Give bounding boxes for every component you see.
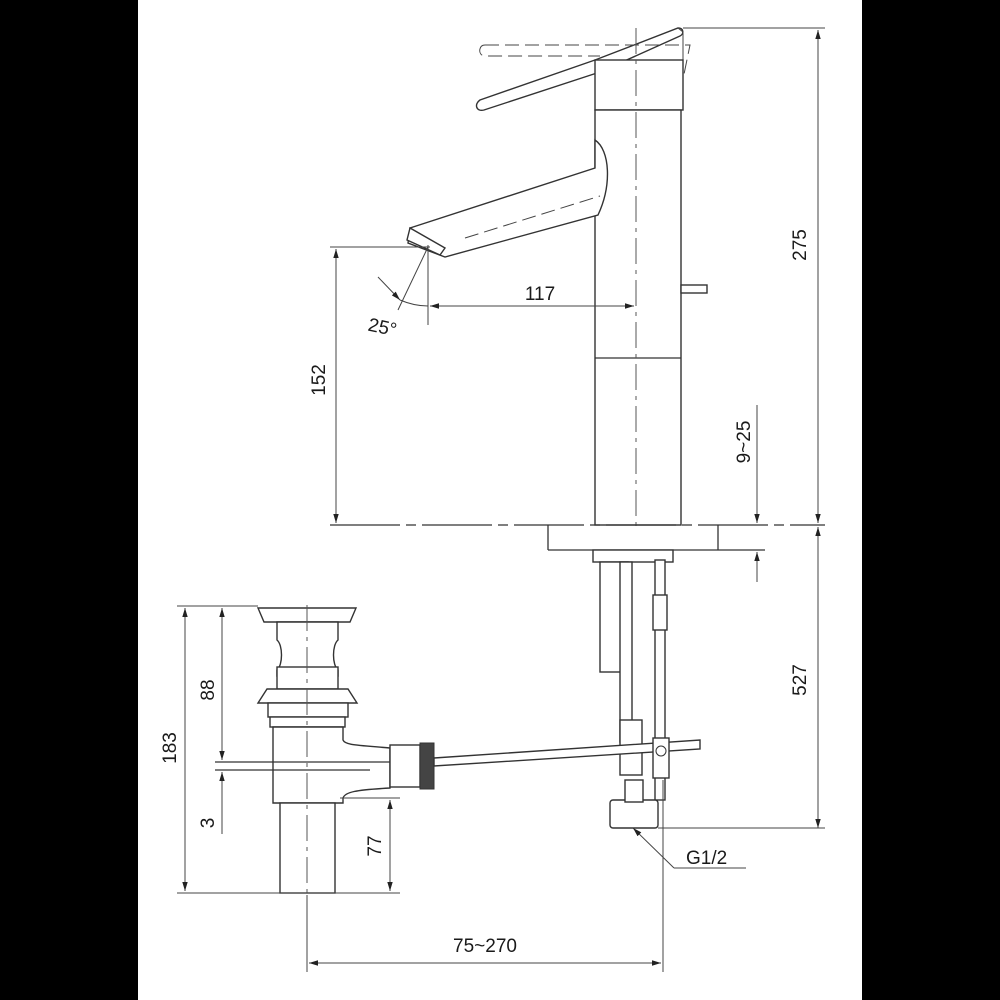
body-column [594,109,682,526]
handle-cap [594,59,684,111]
dim-75-270: 75~270 [453,936,517,957]
dim-9-25: 9~25 [734,421,755,464]
dim-117: 117 [525,284,555,305]
dim-g12: G1/2 [686,848,727,869]
dim-275: 275 [790,229,811,261]
drawing-sheet [138,0,862,1000]
waste-nut [389,744,421,788]
dim-3: 3 [198,818,219,829]
pop-up-rod [433,737,701,779]
dim-25deg: 25° [366,315,398,342]
dimension-lines [177,27,825,972]
dim-183: 183 [160,732,181,764]
g12-nut [609,799,659,829]
dim-88: 88 [198,679,219,700]
supply-hoses [592,549,674,829]
dim-77: 77 [365,835,386,856]
dimension-labels: 275 527 152 117 25° 9~25 183 88 3 77 75~… [160,229,811,957]
counter-top [330,524,825,551]
spout [407,138,609,258]
lever-handle [475,27,684,112]
dim-527: 527 [790,664,811,696]
faucet-body [406,27,708,530]
waste-body [272,726,391,804]
side-pin [680,284,708,294]
dim-152: 152 [309,364,330,396]
pop-up-waste [215,605,435,900]
aerator [406,226,447,256]
